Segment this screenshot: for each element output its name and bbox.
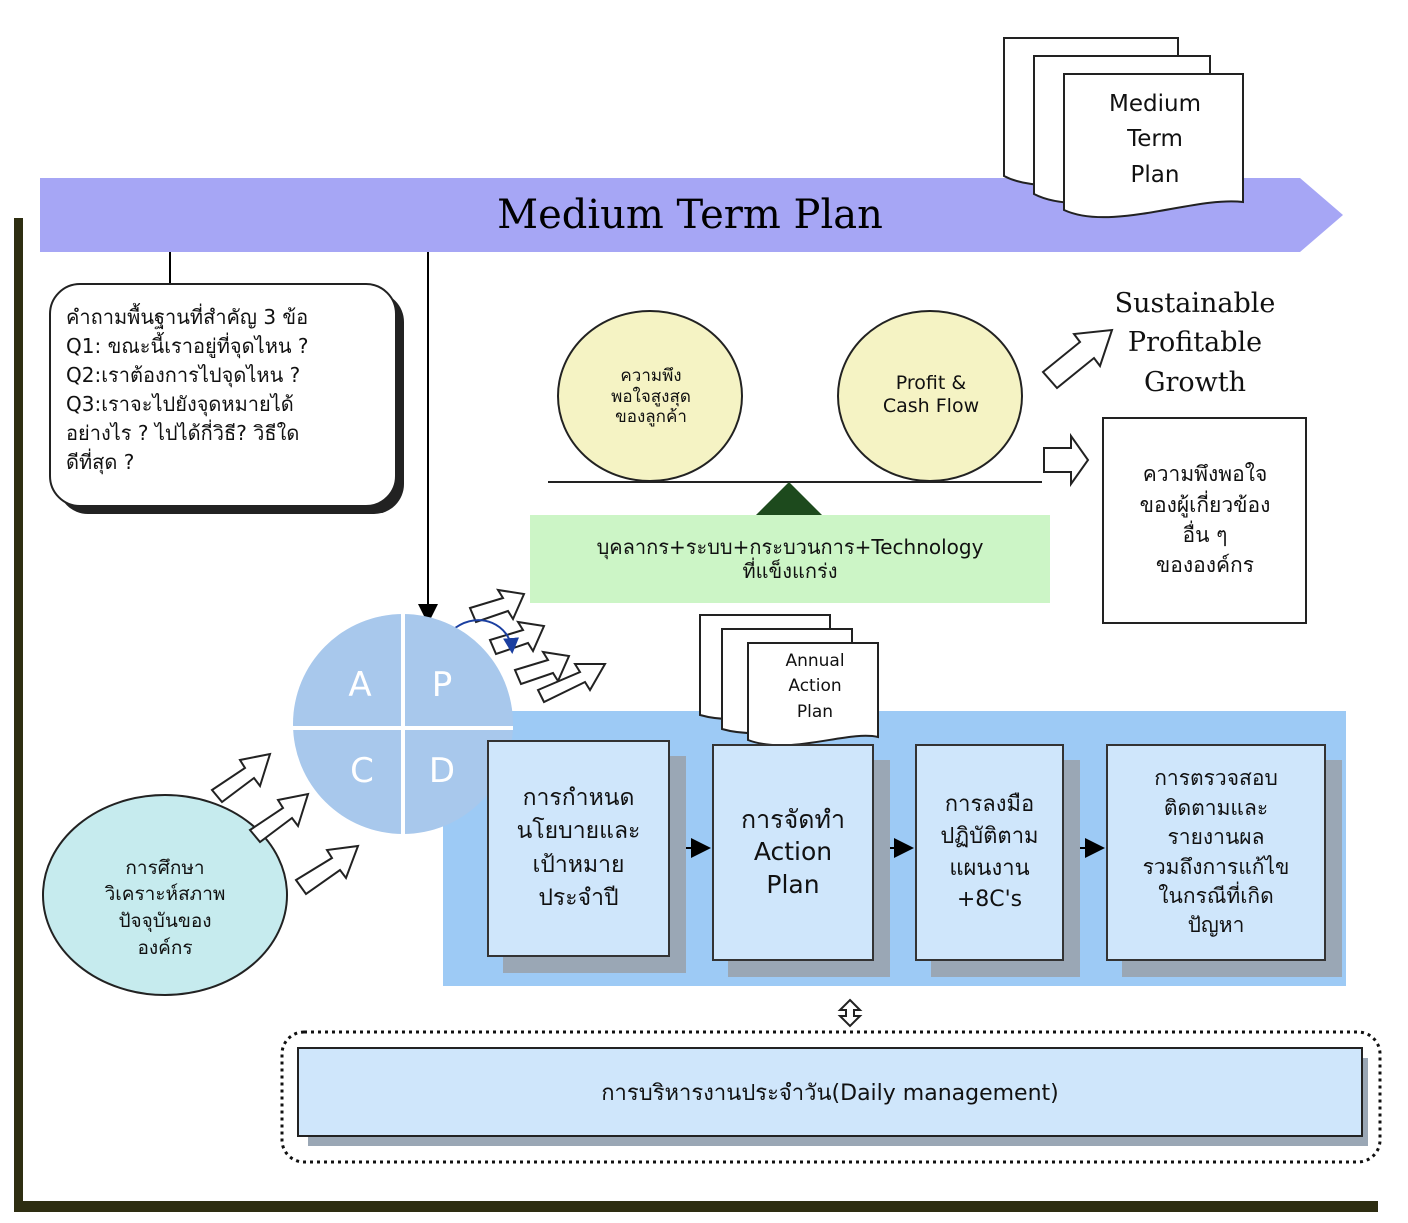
medium-term-doc-label: Medium Term Plan <box>1109 90 1201 188</box>
pdca-letter-a: A <box>348 665 372 705</box>
foundation-box <box>530 515 1050 603</box>
rotation-arrow <box>454 619 520 654</box>
study-circle-label: การศึกษา วิเคราะห์สภาพ ปัจจุบันของ องค์ก… <box>104 856 226 959</box>
medium-term-doc-stack <box>1003 37 1244 219</box>
daily-management-dotted-frame <box>280 1030 1382 1164</box>
key-questions-text: คำถามพื้นฐานที่สำคัญ 3 ข้อ Q1: ขณะนี้เรา… <box>66 305 309 474</box>
step-policy-targets: การกำหนด นโยบายและ เป้าหมาย ประจำปี <box>487 740 670 957</box>
medium-term-plan-banner <box>40 178 1343 252</box>
customer-satisfaction-label: ความพึง พอใจสูงสุด ของลูกค้า <box>611 366 691 428</box>
daily-management-label: การบริหารงานประจำวัน(Daily management) <box>601 1080 1059 1106</box>
daily-management-box <box>297 1047 1363 1137</box>
annual-action-plan-label: Annual Action Plan <box>785 650 845 722</box>
questions-callout-box <box>49 283 397 507</box>
profit-cashflow-circle <box>837 310 1023 482</box>
frame-left-edge <box>14 218 23 1212</box>
stakeholder-satisfaction-label: ความพึงพอใจ ของผู้เกี่ยวข้อง อื่น ๆ ของอ… <box>1139 462 1271 578</box>
annual-doc-stack <box>699 614 879 747</box>
pdca-letter-d: D <box>428 751 456 791</box>
pdca-letter-p: P <box>431 665 453 705</box>
stakeholder-hollow-arrow <box>1043 432 1090 488</box>
profit-cashflow-label: Profit & Cash Flow <box>882 372 980 417</box>
double-headed-arrow <box>837 998 863 1028</box>
banner-title: Medium Term Plan <box>497 192 883 238</box>
frame-bottom-edge <box>14 1201 1378 1212</box>
foundation-label: บุคลากร+ระบบ+กระบวนการ+Technology ที่แข็… <box>596 535 984 583</box>
study-to-pdca-arrows <box>210 752 360 896</box>
stakeholder-box <box>1102 417 1307 624</box>
growth-hollow-arrow <box>1041 328 1114 390</box>
step-action-plan: การจัดทำ Action Plan <box>712 744 874 961</box>
customer-satisfaction-circle <box>557 310 743 482</box>
step-implementation: การลงมือ ปฏิบัติตาม แผนงาน +8C's <box>915 744 1064 961</box>
sustainable-growth-label: Sustainable Profitable Growth <box>1114 288 1276 398</box>
study-circle <box>42 794 288 996</box>
balance-fulcrum <box>756 482 822 515</box>
step-monitoring: การตรวจสอบ ติดตามและ รายงานผล รวมถึงการแ… <box>1106 744 1326 961</box>
pdca-letter-c: C <box>350 751 374 791</box>
